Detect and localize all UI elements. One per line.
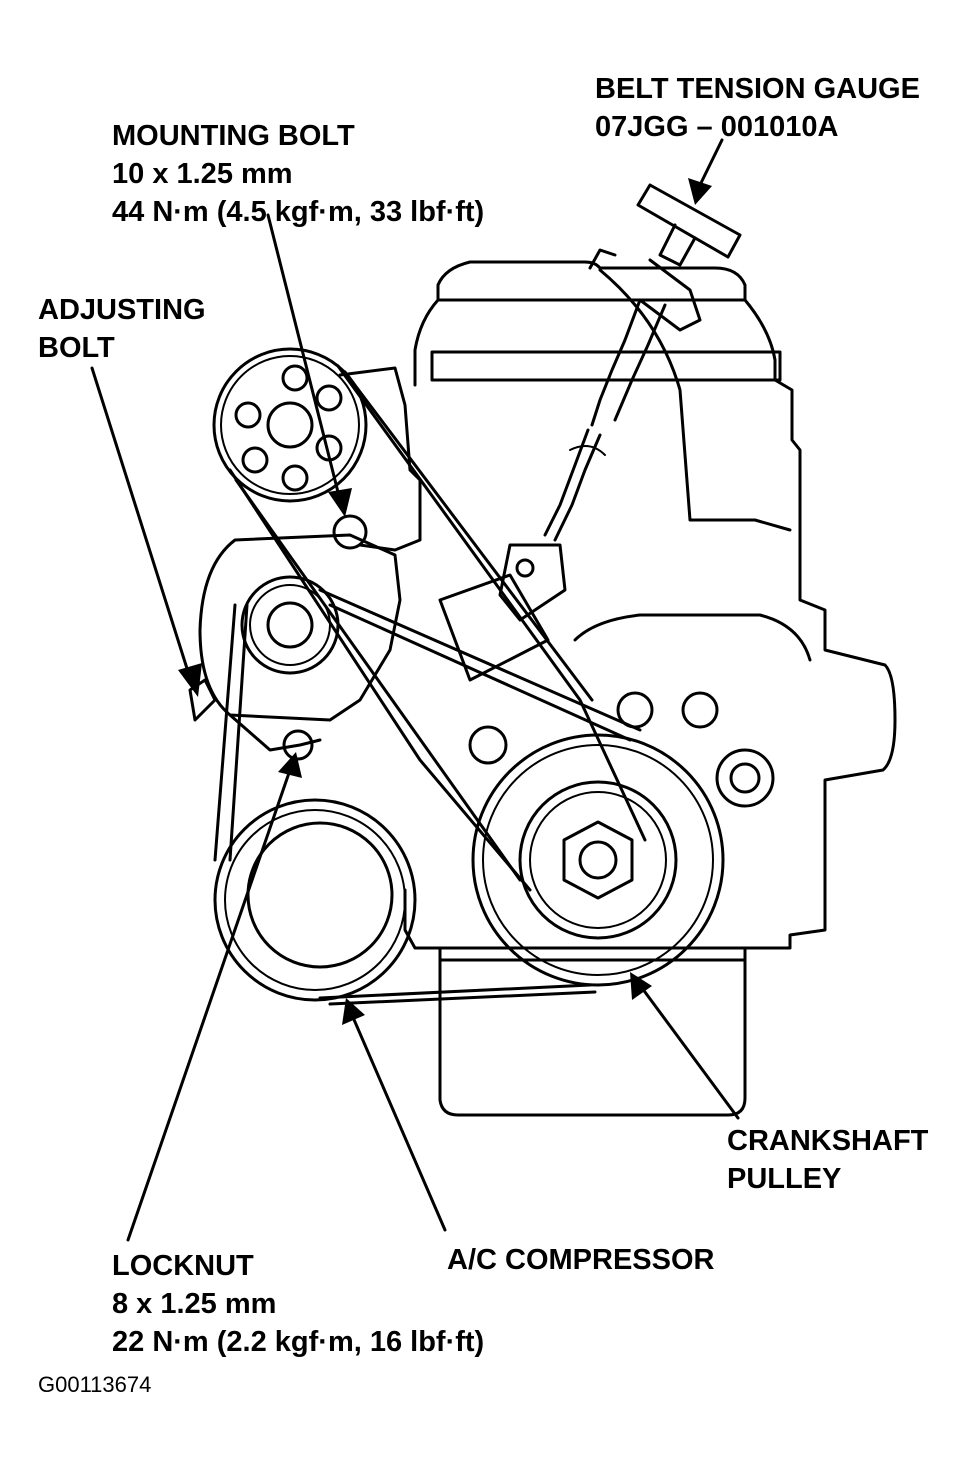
belt-tension-gauge-label: BELT TENSION GAUGE 07JGG – 001010A	[595, 70, 920, 146]
ac-compressor-pulley	[213, 798, 417, 1002]
locknut-label: LOCKNUT 8 x 1.25 mm 22 N·m (2.2 kgf·m, 1…	[112, 1247, 484, 1361]
crankshaft-pulley	[471, 733, 725, 987]
ac-compressor-title: A/C COMPRESSOR	[447, 1244, 715, 1276]
locknut-size: 8 x 1.25 mm	[112, 1288, 277, 1320]
adjusting-bolt-line1: ADJUSTING	[38, 294, 206, 326]
locknut	[282, 729, 314, 761]
adjusting-bolt-label: ADJUSTING BOLT	[38, 291, 206, 367]
mounting-bolt-torque: 44 N·m (4.5 kgf·m, 33 lbf·ft)	[112, 196, 485, 228]
mounting-bolt-title: MOUNTING BOLT	[112, 120, 355, 152]
locknut-torque: 22 N·m (2.2 kgf·m, 16 lbf·ft)	[112, 1326, 485, 1358]
oil-pan	[438, 946, 747, 1117]
locknut-title: LOCKNUT	[112, 1250, 254, 1282]
ac-compressor-label: A/C COMPRESSOR	[447, 1241, 714, 1279]
crankshaft-pulley-line1: CRANKSHAFT	[727, 1125, 929, 1157]
mounting-bolt-size: 10 x 1.25 mm	[112, 158, 293, 190]
mounting-bolt	[332, 514, 368, 550]
drive-belts	[213, 364, 647, 1006]
mounting-bolt-label: MOUNTING BOLT 10 x 1.25 mm 44 N·m (4.5 k…	[112, 117, 484, 231]
belt-tension-gauge-title: BELT TENSION GAUGE	[595, 73, 920, 105]
power-steering-pulley	[212, 347, 368, 503]
leader-lines	[90, 138, 740, 1242]
adjusting-bolt-line2: BOLT	[38, 332, 115, 364]
crankshaft-pulley-line2: PULLEY	[727, 1163, 842, 1195]
belt-tension-gauge-part-number: 07JGG – 001010A	[595, 111, 839, 143]
crankshaft-pulley-label: CRANKSHAFT PULLEY	[727, 1122, 928, 1198]
figure-id: G00113674	[38, 1372, 152, 1397]
belt-tension-gauge-tool	[438, 183, 742, 682]
engine-block	[403, 260, 897, 950]
